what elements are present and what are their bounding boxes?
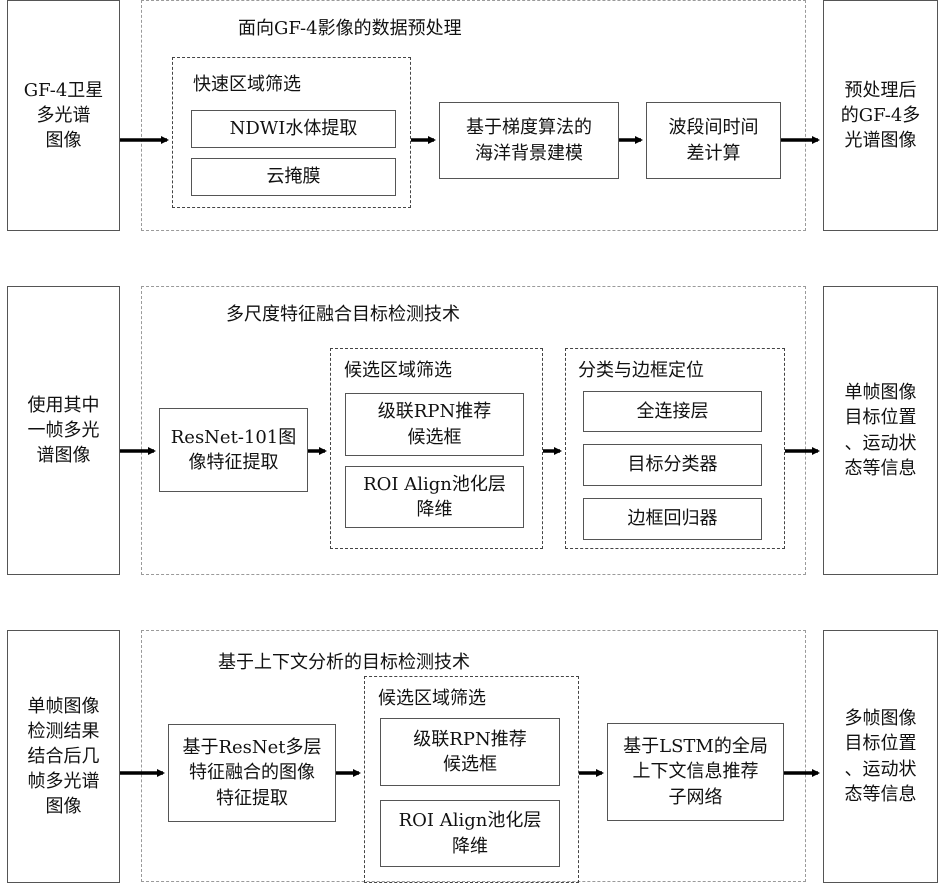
row2-group-frame <box>141 286 806 575</box>
ndwi-label: NDWI水体提取 <box>229 118 358 140</box>
row2-roi-label: ROI Align池化层 降维 <box>363 473 506 520</box>
regressor-label: 边框回归器 <box>627 508 718 530</box>
ndwi-box: NDWI水体提取 <box>191 110 396 148</box>
row1-group-title: 面向GF-4影像的数据预处理 <box>238 18 462 39</box>
row1-input-box: GF-4卫星 多光谱 图像 <box>7 0 120 231</box>
gradient-model-label: 基于梯度算法的 海洋背景建模 <box>466 117 592 164</box>
row2-classify-frame <box>565 348 785 549</box>
row3-roi-label: ROI Align池化层 降维 <box>398 810 542 857</box>
row2-output-label: 单帧图像 目标位置 、运动状 态等信息 <box>844 382 917 479</box>
row3-output-label: 多帧图像 目标位置 、运动状 态等信息 <box>844 708 917 805</box>
row1-fast-filter-frame <box>172 57 411 208</box>
row3-input-box: 单帧图像 检测结果 结合后几 帧多光谱 图像 <box>7 630 120 883</box>
gradient-model-box: 基于梯度算法的 海洋背景建模 <box>439 102 619 179</box>
row2-rpn-label: 级联RPN推荐 候选框 <box>377 401 492 448</box>
row1-output-label: 预处理后 的GF-4多 光谱图像 <box>840 79 921 152</box>
row3-input-label: 单帧图像 检测结果 结合后几 帧多光谱 图像 <box>27 695 100 818</box>
row3-resnet-box: 基于ResNet多层 特征融合的图像 特征提取 <box>168 724 336 822</box>
row3-resnet-label: 基于ResNet多层 特征融合的图像 特征提取 <box>182 737 322 809</box>
band-diff-label: 波段间时间 差计算 <box>668 117 759 164</box>
row2-candidate-frame <box>330 348 543 549</box>
row2-output-box: 单帧图像 目标位置 、运动状 态等信息 <box>823 286 938 575</box>
lstm-label: 基于LSTM的全局 上下文信息推荐 子网络 <box>623 736 768 808</box>
row1-fast-filter-title: 快速区域筛选 <box>193 74 301 95</box>
row1-input-label: GF-4卫星 多光谱 图像 <box>23 79 104 152</box>
row2-input-label: 使用其中 一帧多光 谱图像 <box>27 394 100 467</box>
row3-group-frame <box>141 630 806 882</box>
resnet101-label: ResNet-101图 像特征提取 <box>170 426 297 473</box>
row2-classify-title: 分类与边框定位 <box>578 360 704 381</box>
row2-rpn-box: 级联RPN推荐 候选框 <box>345 393 524 456</box>
row3-output-box: 多帧图像 目标位置 、运动状 态等信息 <box>823 630 938 883</box>
row3-candidate-title: 候选区域筛选 <box>378 688 486 709</box>
fc-layer-box: 全连接层 <box>583 391 762 432</box>
band-diff-box: 波段间时间 差计算 <box>646 102 781 179</box>
row1-group-frame <box>141 0 806 231</box>
row2-input-box: 使用其中 一帧多光 谱图像 <box>7 286 120 575</box>
row2-candidate-title: 候选区域筛选 <box>344 360 452 381</box>
row1-output-box: 预处理后 的GF-4多 光谱图像 <box>823 0 938 231</box>
cloud-mask-box: 云掩膜 <box>191 158 396 196</box>
classifier-box: 目标分类器 <box>583 444 762 486</box>
row2-roi-box: ROI Align池化层 降维 <box>345 466 524 528</box>
row3-rpn-box: 级联RPN推荐 候选框 <box>380 718 560 786</box>
row3-group-title: 基于上下文分析的目标检测技术 <box>218 652 470 673</box>
fc-layer-label: 全连接层 <box>636 400 709 422</box>
classifier-label: 目标分类器 <box>627 454 718 476</box>
row2-group-title: 多尺度特征融合目标检测技术 <box>226 304 460 325</box>
lstm-box: 基于LSTM的全局 上下文信息推荐 子网络 <box>607 723 784 821</box>
regressor-box: 边框回归器 <box>583 498 762 540</box>
resnet101-box: ResNet-101图 像特征提取 <box>159 408 308 492</box>
row3-rpn-label: 级联RPN推荐 候选框 <box>413 728 527 775</box>
cloud-mask-label: 云掩膜 <box>266 166 321 188</box>
row3-roi-box: ROI Align池化层 降维 <box>380 800 560 867</box>
